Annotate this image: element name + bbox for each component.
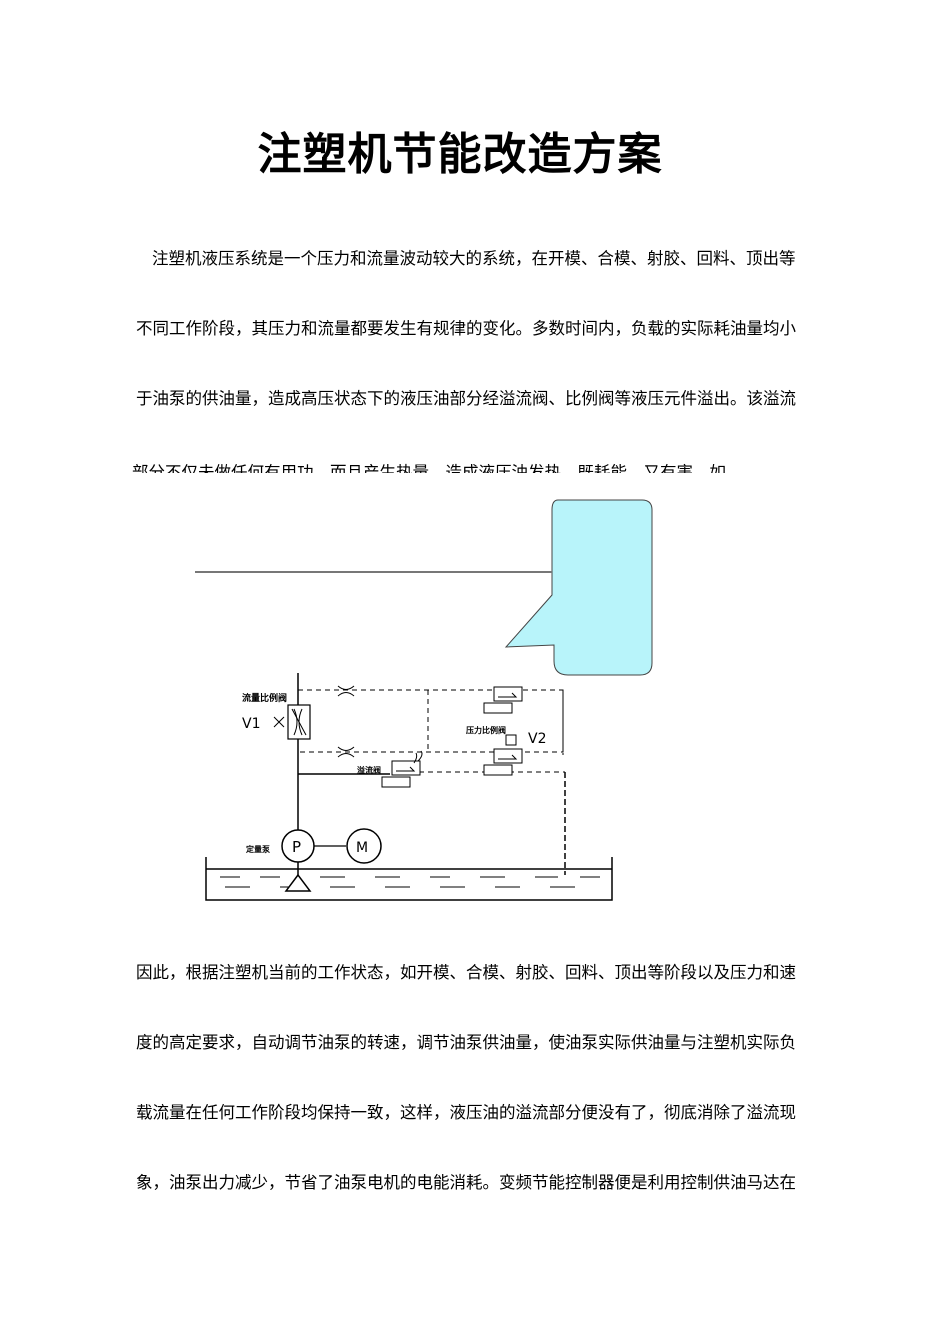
paragraph-2: 不同工作阶段，其压力和流量都要发生有规律的变化。多数时间内，负载的实际耗油量均小 xyxy=(136,319,796,338)
hydraulic-diagram: 流量比例阀 V1 溢流阀 压力比例阀 V2 P M 定量泵 xyxy=(195,499,653,901)
v2-label: V2 xyxy=(528,731,546,747)
pressure-valve-top-icon xyxy=(483,686,523,714)
pressure-valve-v2-icon xyxy=(483,734,523,776)
pump-label: P xyxy=(292,838,301,856)
paragraph-5: 度的高定要求，自动调节油泵的转速，调节油泵供油量，使油泵实际供油量与注塑机实际负 xyxy=(136,1033,796,1052)
relief-valve-icon xyxy=(381,750,423,788)
pilot-dashed-box xyxy=(297,689,564,753)
flow-valve-label: 流量比例阀 xyxy=(242,692,287,704)
partial-line: 部分不仅未做任何有用功，而且产生热量，造成液压油发热，既耗能，又有害，如 xyxy=(132,463,726,473)
paragraph-6: 载流量在任何工作阶段均保持一致，这样，液压油的溢流部分便没有了，彻底消除了溢流现 xyxy=(136,1103,796,1122)
paragraph-1: 注塑机液压系统是一个压力和流量波动较大的系统，在开模、合模、射胶、回料、顶出等 xyxy=(152,249,796,268)
paragraph-7: 象，油泵出力减少，节省了油泵电机的电能消耗。变频节能控制器便是利用控制供油马达在 xyxy=(136,1173,796,1192)
document-title: 注塑机节能改造方案 xyxy=(257,129,663,180)
throttle-icon-bottom xyxy=(337,746,355,758)
motor-icon xyxy=(346,828,382,864)
flow-proportional-valve-icon xyxy=(273,704,311,740)
fixed-pump-label: 定量泵 xyxy=(245,844,270,854)
relief-valve-label: 溢流阀 xyxy=(357,765,381,775)
pressure-valve-label: 压力比例阀 xyxy=(466,725,506,735)
paragraph-4: 因此，根据注塑机当前的工作状态，如开模、合模、射胶、回料、顶出等阶段以及压力和速 xyxy=(136,963,796,982)
callout-bubble xyxy=(504,499,653,676)
motor-label: M xyxy=(356,840,368,856)
oil-tank-icon xyxy=(205,857,613,901)
throttle-icon-top xyxy=(337,685,355,697)
v1-label: V1 xyxy=(242,716,260,732)
paragraph-3: 于油泵的供油量，造成高压状态下的液压油部分经溢流阀、比例阀等液压元件溢出。该溢流 xyxy=(136,389,796,408)
